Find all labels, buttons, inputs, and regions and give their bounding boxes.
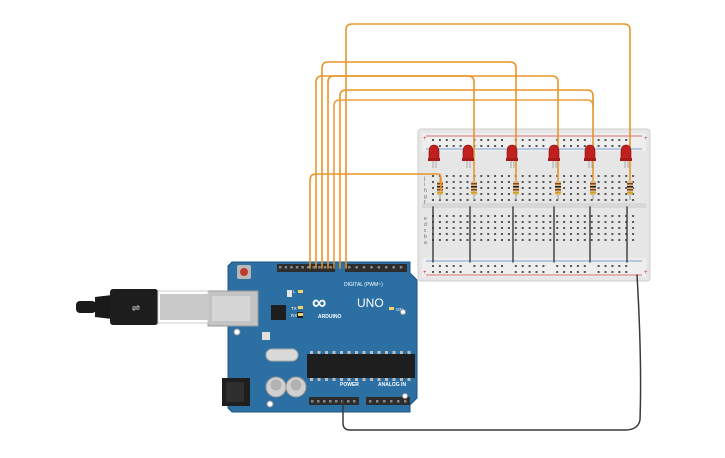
signal-wire-1[interactable] (309, 173, 442, 269)
on-led-label: ON (396, 307, 403, 312)
rail-plus-label-bottom: + (423, 270, 427, 276)
usb-chip (271, 305, 286, 320)
breadboard[interactable]: + + + + j i h g f e d c b a (417, 128, 651, 282)
led-indicators (298, 290, 303, 316)
signal-wire-6[interactable] (345, 23, 631, 269)
ground-wire[interactable] (342, 274, 642, 431)
reset-button-icon (240, 268, 248, 276)
signal-wire-4[interactable] (327, 75, 559, 269)
led-4[interactable] (548, 144, 560, 168)
signal-wire-5[interactable] (339, 89, 594, 269)
row-letter-e: e (424, 216, 427, 222)
led-1[interactable] (428, 144, 440, 168)
led-rx-label: RX (291, 313, 297, 318)
wire-group[interactable] (309, 23, 642, 431)
led-group[interactable] (428, 144, 632, 168)
row-letter-b: b (424, 234, 427, 240)
svg-text:⇌: ⇌ (132, 303, 140, 314)
chip-icon (307, 354, 415, 378)
row-letter-g: g (424, 194, 427, 200)
row-letter-c: c (424, 228, 427, 234)
analog-in-label: ANALOG IN (378, 382, 406, 388)
row-letter-a: a (424, 240, 427, 246)
crystal-oscillator (265, 348, 299, 362)
signal-wire-7[interactable] (333, 99, 594, 269)
rail-plus-label-top-right: + (644, 136, 648, 142)
analog-header[interactable] (366, 397, 410, 405)
signal-wire-3[interactable] (321, 61, 517, 269)
led-l-label: L (293, 289, 296, 294)
arduino-uno-board[interactable]: L TX RX ∞ UNO ARDUINO DIGITAL (PWM~) ON … (207, 261, 418, 413)
power-header[interactable] (309, 397, 359, 405)
row-letter-d: d (424, 222, 427, 228)
board-brand-label: ARDUINO (318, 314, 341, 320)
rail-plus-label-top: + (423, 136, 427, 142)
led-2[interactable] (462, 144, 474, 168)
row-letter-h: h (424, 188, 427, 194)
digital-header-left[interactable] (277, 264, 335, 272)
power-label: POWER (340, 382, 359, 388)
led-5[interactable] (584, 144, 596, 168)
digital-pwm-label: DIGITAL (PWM~) (344, 282, 383, 288)
digital-header-right[interactable] (345, 264, 407, 272)
row-letter-i: i (424, 182, 425, 188)
board-model-label: UNO (357, 296, 384, 310)
resistor[interactable] (590, 176, 596, 200)
rail-plus-label-bottom-right: + (644, 270, 648, 276)
led-3[interactable] (506, 144, 518, 168)
on-led (389, 307, 394, 310)
usb-cable-icon[interactable]: ⇌ (76, 289, 209, 325)
row-letter-f: f (424, 200, 426, 206)
led-6[interactable] (620, 144, 632, 168)
arduino-logo-icon: ∞ (312, 292, 326, 314)
row-letter-j: j (423, 176, 425, 182)
led-tx-label: TX (291, 306, 297, 311)
